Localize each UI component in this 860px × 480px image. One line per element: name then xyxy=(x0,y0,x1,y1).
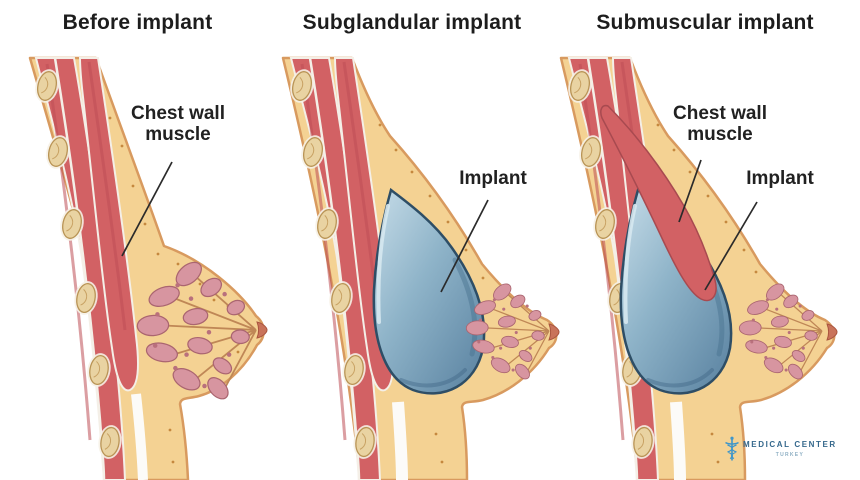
fat-speckles xyxy=(378,123,485,464)
panel-before-illustration xyxy=(28,56,268,480)
panel-submuscular-illustration xyxy=(559,56,838,480)
nipple xyxy=(256,321,268,339)
nipple xyxy=(548,323,560,341)
label-implant-submuscular: Implant xyxy=(746,168,814,189)
nipple xyxy=(826,323,838,341)
label-pointer-line xyxy=(121,161,173,257)
label-chest-wall-muscle-submuscular: Chest wall muscle xyxy=(650,103,790,146)
panel-subglandular-illustration xyxy=(281,56,560,480)
muscle-flap-over-implant xyxy=(600,104,717,302)
panel-title-submuscular: Submuscular implant xyxy=(596,11,814,34)
panel-title-before: Before implant xyxy=(62,11,213,34)
implant-shape xyxy=(374,190,484,393)
logo-name: MEDICAL CENTER xyxy=(743,440,837,449)
label-implant-subglandular: Implant xyxy=(459,168,527,189)
fascia-gap xyxy=(670,401,686,480)
label-line: Chest wall xyxy=(673,103,767,124)
label-pointer-line xyxy=(440,199,489,293)
logo-subtitle: TURKEY xyxy=(775,452,805,458)
fascia-gap xyxy=(392,401,408,480)
fat-speckles xyxy=(656,123,758,464)
label-pointer-line xyxy=(704,201,758,291)
panel-title-subglandular: Subglandular implant xyxy=(302,11,522,34)
label-pointer-line xyxy=(678,159,702,223)
label-line: muscle xyxy=(145,124,211,146)
label-line: Chest wall xyxy=(131,103,225,124)
label-line: muscle xyxy=(687,124,753,146)
label-chest-wall-muscle-before: Chest wall muscle xyxy=(108,103,248,146)
logo-medical-center: MEDICAL CENTER TURKEY xyxy=(724,436,837,462)
caduceus-icon xyxy=(725,436,739,461)
fascia-gap xyxy=(131,393,148,480)
